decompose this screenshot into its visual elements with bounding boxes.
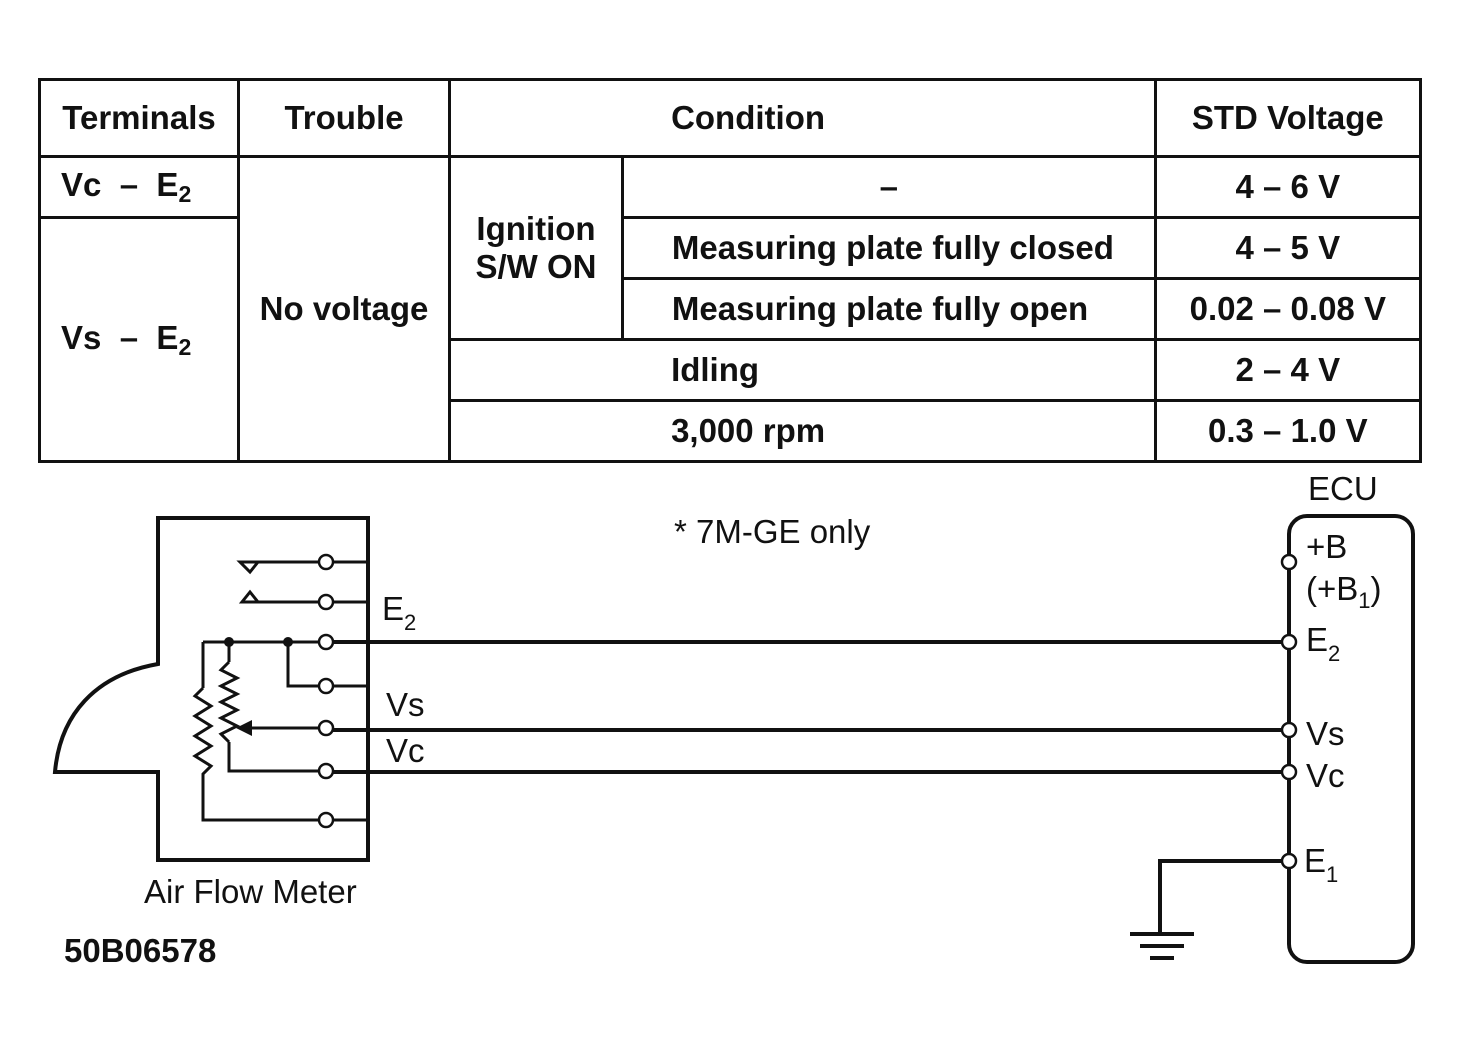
trouble-cell: No voltage [236,155,452,463]
afm-label-vc: Vc [386,732,425,769]
external-wiring [332,560,368,822]
ecu-terminal-e1 [1280,852,1298,870]
header-trouble: Trouble [236,78,452,158]
switch-symbol-icon [236,560,322,575]
ecu-label: ECU [1308,470,1378,507]
figure-code: 50B06578 [64,932,216,969]
ground-icon [1130,932,1194,960]
afm-label-vs: Vs [386,686,425,723]
ecu-label-b: +B [1306,528,1347,565]
ecu-terminal-b [1280,553,1298,571]
condition-cell: Measuring plate fully closed [620,216,1157,280]
e1-ground-wire [1158,859,1282,932]
air-flow-meter-label: Air Flow Meter [144,873,357,910]
header-terminals: Terminals [38,78,240,158]
afm-terminal-vs [317,719,335,737]
junction-dot [224,637,234,647]
voltage-cell: 0.3 – 1.0 V [1153,399,1423,463]
table-row: Vs – E2 Measuring plate fully closed 4 –… [38,216,1423,463]
condition-cell: – [620,155,1157,219]
potentiometer-icon [217,660,241,744]
ecu-label-vs: Vs [1306,715,1345,752]
afm-label-e2: E2 [382,590,416,635]
ecu-terminal-vc [1280,763,1298,781]
ecu-terminal-vs [1280,721,1298,739]
junction-dot [283,637,293,647]
ecu-label-e2: E2 [1306,621,1340,666]
header-std-voltage: STD Voltage [1153,78,1423,158]
wiper-arrow-icon [236,720,252,736]
terminal-vs-e2: Vs – E2 [38,216,240,463]
ignition-cell: Ignition S/W ON [448,155,624,341]
table-row: Vc – E2 No voltage Ignition S/W ON – 4 –… [38,155,1423,463]
ecu-label-b1: (+B1) [1306,570,1382,613]
ecu-label-vc: Vc [1306,757,1345,794]
afm-terminal-e2 [317,633,335,651]
voltage-cell: 4 – 5 V [1153,216,1423,280]
switch-symbol-icon [238,589,322,604]
voltage-cell: 2 – 4 V [1153,338,1423,402]
air-flow-meter-body [52,516,370,862]
condition-cell: 3,000 rpm [448,399,1157,463]
internal-wiring [201,640,322,822]
afm-terminal [317,593,335,611]
header-condition: Condition [448,78,1157,158]
terminal-vc-e2: Vc – E2 [38,155,240,219]
spec-table: Terminals Trouble Condition STD Voltage … [38,78,1423,463]
condition-cell: Measuring plate fully open [620,277,1157,341]
afm-terminal [317,677,335,695]
afm-terminal [317,811,335,829]
condition-cell: Idling [448,338,1157,402]
table-row: 3,000 rpm 0.3 – 1.0 V [40,399,1423,463]
table-row: Measuring plate fully open 0.02 – 0.08 V [40,277,1423,341]
ecu-terminal-e2 [1280,633,1298,651]
afm-terminal [317,553,335,571]
note-7m-ge: * 7M-GE only [674,513,871,550]
table-row: Idling 2 – 4 V [40,338,1423,402]
ecu-label-e1: E1 [1304,842,1338,887]
voltage-cell: 4 – 6 V [1153,155,1423,219]
table-header-row: Terminals Trouble Condition STD Voltage [38,78,1423,158]
afm-terminal-vc [317,762,335,780]
ecu-box [1287,514,1415,964]
resistor-icon [192,686,214,782]
voltage-cell: 0.02 – 0.08 V [1153,277,1423,341]
